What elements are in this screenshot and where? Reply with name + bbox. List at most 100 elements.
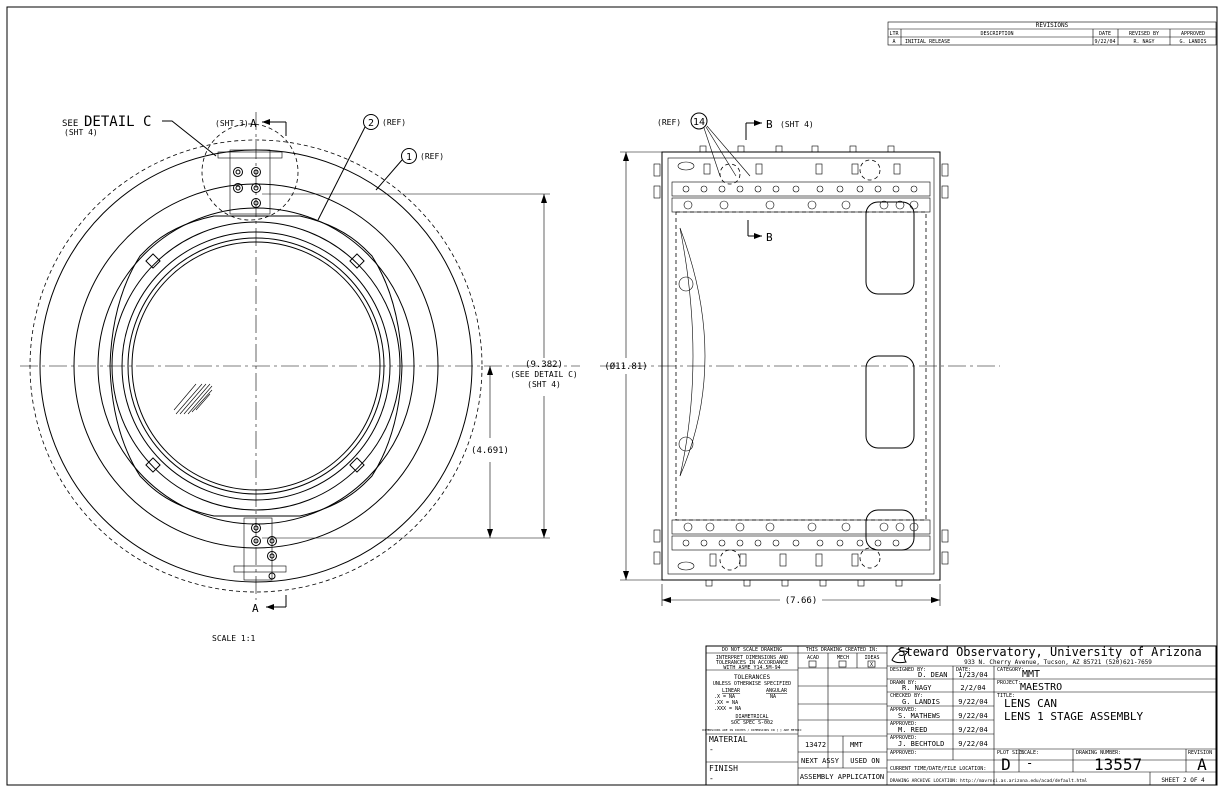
svg-text:NA: NA	[770, 694, 776, 700]
side-view: B (SHT 4) B (REF) 14 (Ø11.81) (7.66)	[600, 112, 1000, 606]
section-a-top-letter: A	[250, 117, 257, 130]
scale-label: SCALE 1:1	[212, 634, 256, 643]
bottom-flange-2	[671, 535, 931, 551]
dim-diameter: (Ø11.81)	[604, 361, 647, 372]
svg-text:(SHT 4): (SHT 4)	[780, 120, 814, 129]
svg-text:PROJECT:: PROJECT:	[997, 680, 1021, 686]
svg-text:9/22/04: 9/22/04	[958, 698, 988, 706]
svg-text:INTERPRET DIMENSIONS AND: INTERPRET DIMENSIONS AND	[716, 655, 788, 661]
svg-text:.XX = NA: .XX = NA	[714, 700, 738, 706]
svg-text:SCALE:: SCALE:	[1021, 750, 1039, 756]
dim-9382-note1: (SEE DETAIL C)	[510, 370, 577, 379]
balloon-14	[690, 112, 708, 130]
svg-text:M. REED: M. REED	[898, 726, 928, 734]
svg-text:USED ON: USED ON	[850, 757, 880, 765]
svg-text:ANGULAR: ANGULAR	[766, 688, 788, 694]
balloon-1	[401, 148, 417, 164]
svg-text:FINISH: FINISH	[709, 764, 738, 773]
svg-text:PLOT SIZE: PLOT SIZE	[997, 750, 1024, 756]
balloon-14-ref: (REF)	[657, 118, 681, 127]
steward-logo-icon	[891, 647, 913, 664]
svg-text:APPROVED:: APPROVED:	[890, 721, 917, 727]
svg-text:.XXX = NA: .XXX = NA	[714, 706, 741, 712]
svg-text:MMT: MMT	[850, 741, 863, 749]
section-a-top-sheet: (SHT 3)	[215, 119, 249, 128]
svg-text:CATEGORY:: CATEGORY:	[997, 667, 1024, 673]
svg-text:APPROVED:: APPROVED:	[890, 750, 917, 756]
svg-text:9/22/04: 9/22/04	[958, 712, 988, 720]
svg-text:DESIGNED BY:: DESIGNED BY:	[890, 667, 926, 673]
rev-header-approved: APPROVED	[1181, 31, 1205, 37]
svg-text:UNLESS OTHERWISE SPECIFIED: UNLESS OTHERWISE SPECIFIED	[713, 681, 791, 687]
svg-text:APPROVED:: APPROVED:	[890, 735, 917, 741]
rev-header-ltr: LTR	[889, 31, 899, 37]
top-flange-1	[671, 181, 931, 197]
bottom-tabs	[653, 529, 949, 587]
lens-profile-outer	[679, 227, 694, 477]
svg-text:-: -	[709, 774, 714, 783]
svg-text:13472: 13472	[805, 741, 826, 749]
svg-text:REVISION: REVISION	[1188, 750, 1212, 756]
svg-text:Steward Observatory, Universit: Steward Observatory, University of Arizo…	[898, 645, 1201, 659]
bottom-flange-1	[671, 519, 931, 535]
svg-text:S. MATHEWS: S. MATHEWS	[898, 712, 940, 720]
svg-text:B: B	[766, 118, 773, 131]
svg-text:TOLERANCES IN ACCORDANCE: TOLERANCES IN ACCORDANCE	[716, 660, 788, 666]
rev-header-date: DATE	[1099, 31, 1111, 37]
rev-row-revised-by: R. NAGY	[1133, 39, 1154, 45]
end-view: (SHT 3) A A SEE DETAIL C (SHT 4) 2 (REF)…	[20, 112, 580, 643]
svg-text:MECH: MECH	[837, 655, 849, 661]
top-tabs	[653, 145, 949, 199]
svg-text:DATE:: DATE:	[956, 667, 971, 673]
svg-text:14: 14	[693, 117, 705, 128]
lens-pad-bl	[145, 457, 161, 473]
svg-text:IDEAS: IDEAS	[864, 655, 879, 661]
svg-text:9/22/04: 9/22/04	[958, 740, 988, 748]
svg-text:DO NOT SCALE DRAWING: DO NOT SCALE DRAWING	[722, 647, 782, 653]
see-detail-name: DETAIL C	[84, 114, 151, 130]
rev-row-approved: G. LANDIS	[1179, 39, 1206, 45]
svg-text:LENS CAN: LENS CAN	[1004, 697, 1057, 710]
balloon-1-ref: (REF)	[420, 152, 444, 161]
upper-slot	[865, 201, 915, 295]
outer-ref-circle	[29, 139, 483, 593]
svg-text:MAESTRO: MAESTRO	[1020, 682, 1062, 693]
svg-text:G. LANDIS: G. LANDIS	[902, 698, 940, 706]
dim-width: (7.66)	[785, 596, 818, 606]
svg-text:2: 2	[368, 118, 374, 129]
svg-text:J. BECHTOLD: J. BECHTOLD	[898, 740, 944, 748]
svg-text:CHECKED BY:: CHECKED BY:	[890, 693, 923, 699]
acad-checkbox	[808, 660, 817, 668]
lens-pad-br	[349, 457, 365, 473]
svg-text:1: 1	[406, 152, 412, 163]
ring-circle-3	[111, 221, 401, 511]
svg-text:DRAWING ARCHIVE LOCATION:: DRAWING ARCHIVE LOCATION:	[890, 778, 958, 784]
bottom-bolt-row	[682, 522, 919, 547]
svg-text:DIAMETRICAL: DIAMETRICAL	[735, 714, 768, 720]
balloon-2	[363, 114, 379, 130]
svg-text:A: A	[1197, 755, 1207, 774]
svg-text:1/23/04: 1/23/04	[958, 671, 988, 679]
svg-text:.X = NA: .X = NA	[714, 694, 735, 700]
rev-header-revised-by: REVISED BY	[1129, 31, 1159, 37]
dim-9382-note2: (SHT 4)	[527, 380, 561, 389]
lens-circle	[131, 241, 381, 491]
rev-row-ltr: A	[892, 39, 895, 45]
rev-row-description: INITIAL RELEASE	[905, 39, 950, 45]
rev-header-description: DESCRIPTION	[980, 31, 1013, 37]
svg-text:SOC SPEC S-002: SOC SPEC S-002	[731, 720, 773, 726]
svg-text:2/2/04: 2/2/04	[960, 684, 985, 692]
section-b-middle: B	[747, 220, 773, 244]
see-detail-sheet: (SHT 4)	[64, 128, 98, 137]
lens-profile-inner	[679, 227, 706, 477]
svg-text:LINEAR: LINEAR	[722, 688, 741, 694]
ideas-checkbox	[867, 660, 876, 668]
svg-text:http://mavrnci.as.arizona.edu/: http://mavrnci.as.arizona.edu/acad/defau…	[960, 778, 1088, 784]
svg-text:DIMENSIONS ARE IN INCHES / DIM: DIMENSIONS ARE IN INCHES / DIMENSIONS IN…	[702, 728, 802, 732]
revisions-block: REVISIONS LTR DESCRIPTION DATE REVISED B…	[887, 21, 1217, 46]
svg-text:ASSEMBLY APPLICATION: ASSEMBLY APPLICATION	[800, 773, 884, 781]
see-detail-leader	[162, 120, 217, 157]
svg-text:933 N. Cherry Avenue, Tucson,: 933 N. Cherry Avenue, Tucson, AZ 85721 (…	[964, 659, 1152, 666]
svg-text:R. NAGY: R. NAGY	[902, 684, 932, 692]
